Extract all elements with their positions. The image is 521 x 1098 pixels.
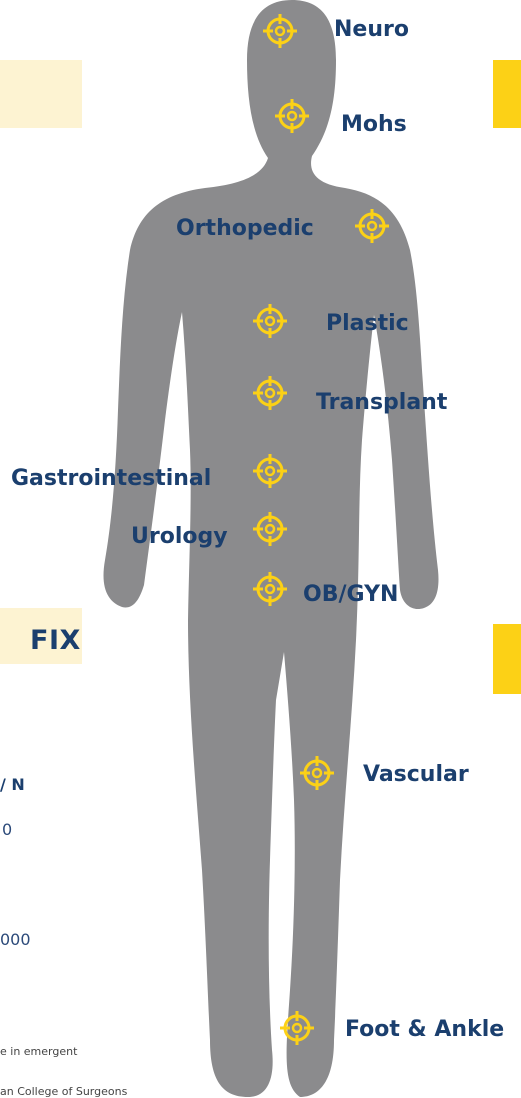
crosshair-target-icon — [299, 755, 335, 791]
specialty-label-ob-gyn: OB/GYN — [303, 584, 398, 606]
crosshair-target-icon — [252, 511, 288, 547]
crosshair-target-icon — [252, 375, 288, 411]
specialty-label-mohs: Mohs — [341, 114, 407, 136]
specialty-label-orthopedic: Orthopedic — [176, 218, 314, 240]
specialty-label-foot-ankle: Foot & Ankle — [345, 1019, 504, 1041]
specialty-label-vascular: Vascular — [363, 764, 469, 786]
crosshair-target-icon — [279, 1010, 315, 1046]
crosshair-target-icon — [252, 453, 288, 489]
specialty-label-urology: Urology — [131, 526, 228, 548]
crosshair-target-icon — [252, 303, 288, 339]
specialty-label-transplant: Transplant — [316, 392, 447, 414]
crosshair-target-icon — [252, 571, 288, 607]
crosshair-target-icon — [354, 208, 390, 244]
crosshair-target-icon — [274, 98, 310, 134]
specialty-label-gastrointestinal: Gastrointestinal — [11, 468, 211, 490]
crosshair-target-icon — [262, 13, 298, 49]
specialty-label-neuro: Neuro — [334, 19, 409, 41]
specialty-label-plastic: Plastic — [326, 313, 409, 335]
